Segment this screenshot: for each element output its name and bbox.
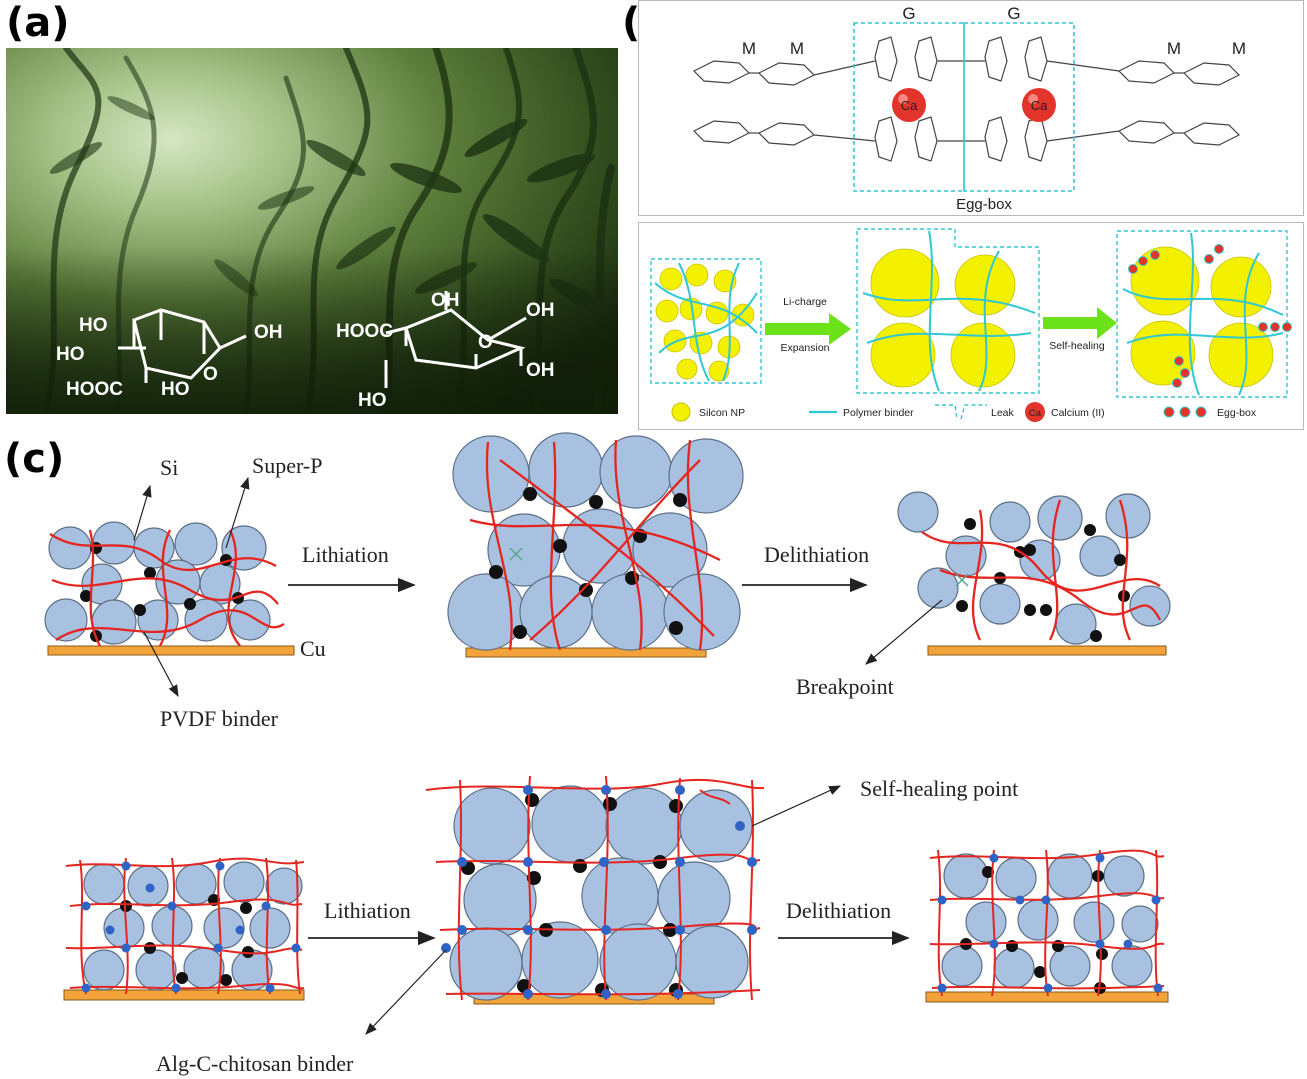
arrow1-top-label: Li-charge: [783, 296, 827, 308]
label-ho-bot-2: HO: [358, 390, 387, 411]
mannuronic-acid-structure: [118, 308, 247, 383]
legend-silicon: Silcon NP: [699, 407, 745, 419]
label-ho-top: HO: [79, 315, 108, 336]
arrow2-label: Self-healing: [1049, 340, 1105, 352]
g-label-1: G: [902, 4, 915, 23]
ca-label-1: Ca: [901, 98, 918, 113]
label-oh-top-2: OH: [431, 290, 460, 311]
label-delithiation-top: Delithiation: [764, 542, 869, 567]
stage-expanded: [856, 228, 1040, 394]
m-label-1: M: [742, 39, 756, 58]
kelp-forest-photo: HO OH HO HOOC HO O HOOC OH OH O OH HO: [6, 48, 618, 414]
chitosan-initial-electrode: [63, 857, 305, 1001]
arrow-lithiation-expansion: [765, 313, 851, 345]
label-breakpoint: Breakpoint: [796, 674, 894, 699]
label-oh-low: OH: [526, 360, 555, 381]
legend-calcium: Calcium (II): [1051, 407, 1105, 419]
g-label-2: G: [1007, 4, 1020, 23]
m-label-2: M: [790, 39, 804, 58]
legend-eggbox: Egg-box: [1217, 407, 1257, 419]
label-oh-top: OH: [254, 322, 283, 343]
chitosan-delithiated-electrode: [925, 849, 1169, 1003]
ca-label-2: Ca: [1031, 98, 1048, 113]
label-alg-c-chitosan-binder: Alg-C-chitosan binder: [156, 1051, 354, 1076]
pvdf-initial-electrode: [44, 521, 295, 656]
label-self-healing-point: Self-healing point: [860, 776, 1018, 801]
label-si: Si: [160, 455, 178, 480]
alginate-chains: [692, 36, 1241, 162]
panel-label-a: (a): [6, 0, 70, 46]
label-ring-o-2: O: [478, 332, 493, 353]
label-hooc-1: HOOC: [66, 379, 123, 400]
label-hooc-2: HOOC: [336, 321, 393, 342]
stage-healed: [1116, 230, 1292, 398]
pvdf-expanded-electrode: [447, 432, 744, 658]
panel-label-c: (c): [4, 436, 65, 482]
eggbox-dashed-frames: [853, 22, 1075, 192]
label-ho-bot: HO: [161, 379, 190, 400]
legend: Silcon NP Polymer binder Leak Ca Calcium…: [671, 402, 1257, 422]
label-oh-right: OH: [526, 300, 555, 321]
guluronic-acid-structure: [384, 291, 527, 388]
chitosan-expanded-electrode: [425, 775, 765, 1005]
label-super-p: Super-P: [252, 453, 322, 478]
arrow1-bottom-label: Expansion: [780, 342, 829, 354]
m-label-4: M: [1232, 39, 1246, 58]
eggbox-model-box: Ca Ca M M M M G G Egg-box: [638, 0, 1304, 216]
arrow-self-healing: [1043, 307, 1117, 339]
label-lithiation-top: Lithiation: [302, 542, 389, 567]
label-cu: Cu: [300, 636, 326, 661]
label-ho-mid: HO: [56, 344, 85, 365]
m-label-3: M: [1167, 39, 1181, 58]
legend-polymer: Polymer binder: [843, 407, 914, 419]
pvdf-delithiated-electrode: [897, 491, 1171, 656]
legend-ca: Ca: [1029, 408, 1042, 419]
label-ring-o-1: O: [203, 364, 218, 385]
eggbox-crosslinks: [1128, 244, 1292, 388]
calcium-ions: [892, 88, 1056, 122]
stage-initial: [650, 258, 762, 384]
self-healing-mechanism-box: Li-charge Expansion Self-healing: [638, 222, 1304, 430]
eggbox-caption: Egg-box: [956, 196, 1012, 213]
legend-leak: Leak: [991, 407, 1015, 419]
label-lithiation-bottom: Lithiation: [324, 898, 411, 923]
label-pvdf-binder: PVDF binder: [160, 706, 279, 731]
label-delithiation-bottom: Delithiation: [786, 898, 891, 923]
